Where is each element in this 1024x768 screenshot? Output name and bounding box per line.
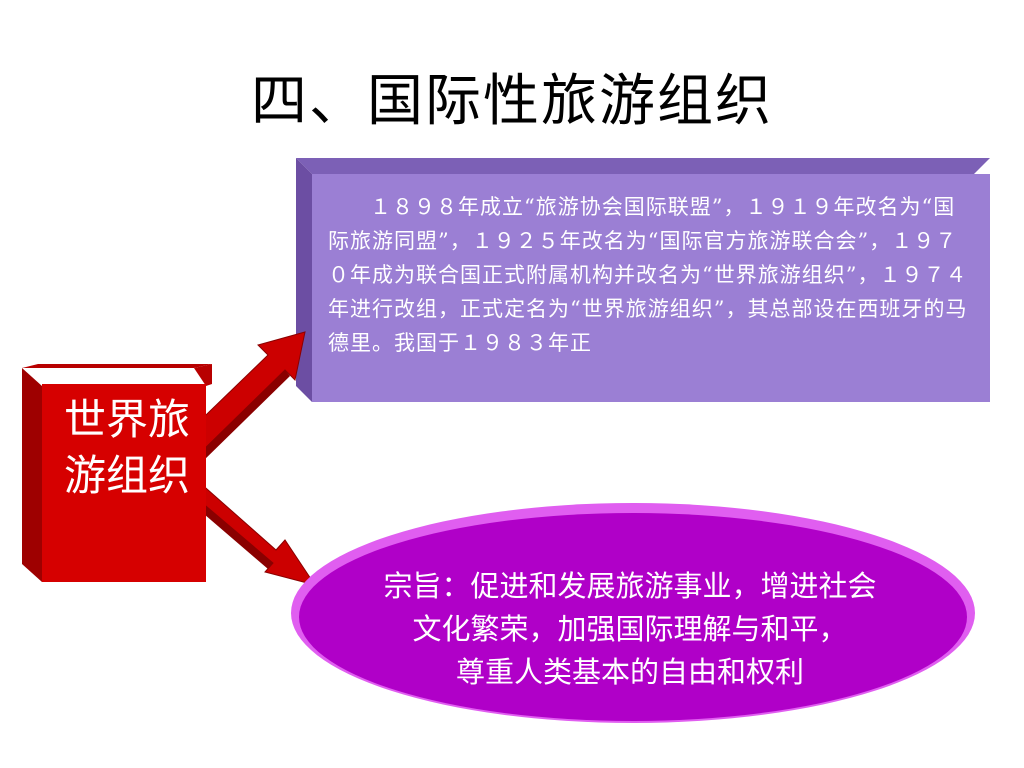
organization-label: 世界旅游组织 [63, 395, 190, 500]
purpose-ellipse [291, 503, 975, 723]
organization-box [22, 364, 212, 582]
purpose-text: 宗旨：促进和发展旅游事业，增进社会 文化繁荣，加强国际理解与和平， 尊重人类基本… [330, 565, 930, 694]
purpose-line-2: 文化繁荣，加强国际理解与和平， [412, 612, 848, 646]
slide-title: 四、国际性旅游组织 [251, 69, 773, 134]
history-box [296, 158, 990, 402]
history-text: １８９８年成立“旅游协会国际联盟”，１９１９年改名为“国际旅游同盟”，１９２５年… [328, 195, 968, 355]
purpose-line-3: 尊重人类基本的自由和权利 [455, 655, 804, 689]
purpose-line-1: 宗旨：促进和发展旅游事业，增进社会 [383, 569, 877, 603]
